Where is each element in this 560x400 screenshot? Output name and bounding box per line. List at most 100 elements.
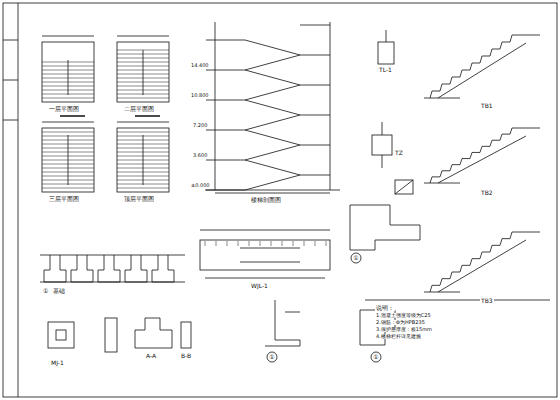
tread-line (42, 74, 94, 75)
floor-slab (215, 100, 245, 101)
part-label: 1.混凝土强度等级为C25 (375, 313, 432, 318)
tread-line (42, 148, 94, 149)
tread-line (42, 62, 94, 63)
column-details (372, 30, 413, 194)
landing (300, 25, 330, 26)
beam-elevation (200, 230, 330, 278)
tread-line (117, 54, 169, 55)
part-label: TB1 (480, 103, 494, 109)
tread-line (42, 98, 94, 99)
stirrup (260, 241, 261, 246)
stair-profile (430, 35, 540, 98)
tread-line (42, 144, 94, 145)
part-label: 基础 (52, 288, 66, 294)
view-title: 三层平面图 (48, 196, 80, 202)
tread-line (42, 136, 94, 137)
part-label: A-A (145, 353, 157, 359)
detail (350, 205, 420, 263)
tread-line (42, 176, 94, 177)
flight (245, 145, 300, 160)
part-label: B-B (180, 353, 192, 359)
landing (300, 115, 330, 116)
tread-line (117, 50, 169, 51)
tread-line (42, 164, 94, 165)
tread-line (117, 156, 169, 157)
flight (245, 40, 300, 55)
tread-line (42, 160, 94, 161)
tread-line (117, 140, 169, 141)
tread-line (117, 78, 169, 79)
part-label: TB3 (480, 298, 494, 304)
part-label: ① (372, 354, 379, 360)
flight (245, 55, 300, 70)
tread-line (117, 62, 169, 63)
footing (71, 255, 93, 282)
tread-line (42, 156, 94, 157)
level-mark: 14.400 (190, 63, 210, 68)
footing (125, 255, 147, 282)
stair-section (205, 22, 340, 193)
tread-line (117, 66, 169, 67)
part-label: 说明： (375, 305, 395, 311)
floor-slab (215, 190, 245, 191)
part-label: ① (42, 288, 49, 294)
level-mark (206, 190, 215, 191)
tread-line (117, 184, 169, 185)
tread-line (42, 132, 94, 133)
stirrup (216, 241, 217, 246)
tread-line (42, 70, 94, 71)
part-label: TZ (394, 150, 404, 156)
beam-line (424, 183, 460, 184)
floor-plans (42, 36, 169, 192)
part-label: 4.楼梯栏杆详见建施 (375, 334, 422, 339)
part-label: ① (268, 354, 275, 360)
part-label: TL-1 (378, 67, 393, 73)
tread-line (117, 90, 169, 91)
tread-line (117, 82, 169, 83)
level-mark: 7.200 (192, 123, 208, 128)
tread-line (42, 184, 94, 185)
tread-line (42, 188, 94, 189)
floor-slab (215, 40, 245, 41)
stirrup (315, 241, 316, 246)
landing (300, 175, 330, 176)
stair-soffit (438, 240, 526, 292)
part-label: MJ-1 (50, 360, 65, 366)
tread-line (117, 172, 169, 173)
flight (245, 130, 300, 145)
stirrup (205, 241, 206, 246)
part-label: 3.保护层厚度：板15mm (375, 327, 433, 332)
stair-profile (430, 232, 540, 292)
level-mark (206, 130, 215, 131)
stirrup (238, 241, 239, 246)
tread-line (42, 152, 94, 153)
landing (300, 145, 330, 146)
tread-line (42, 86, 94, 87)
tread-line (117, 152, 169, 153)
tread-line (117, 58, 169, 59)
tread-line (117, 74, 169, 75)
flight (245, 85, 300, 100)
stirrup (249, 241, 250, 246)
tread-line (42, 172, 94, 173)
level-mark (206, 70, 215, 71)
part-label: WJL-1 (250, 283, 269, 289)
floor-slab (215, 160, 245, 161)
stirrup (282, 241, 283, 246)
stirrup (293, 241, 294, 246)
tread-line (117, 160, 169, 161)
tread-line (117, 70, 169, 71)
stair-profile (430, 128, 540, 183)
tread-line (42, 140, 94, 141)
tread-line (117, 168, 169, 169)
frame (3, 3, 557, 397)
tread-line (117, 176, 169, 177)
landing (300, 55, 330, 56)
tread-line (42, 90, 94, 91)
footing (44, 255, 66, 282)
view-title: 楼梯剖面图 (250, 197, 282, 203)
floor-slab (215, 70, 245, 71)
flight (245, 115, 300, 130)
tread-line (117, 94, 169, 95)
footing (152, 255, 174, 282)
